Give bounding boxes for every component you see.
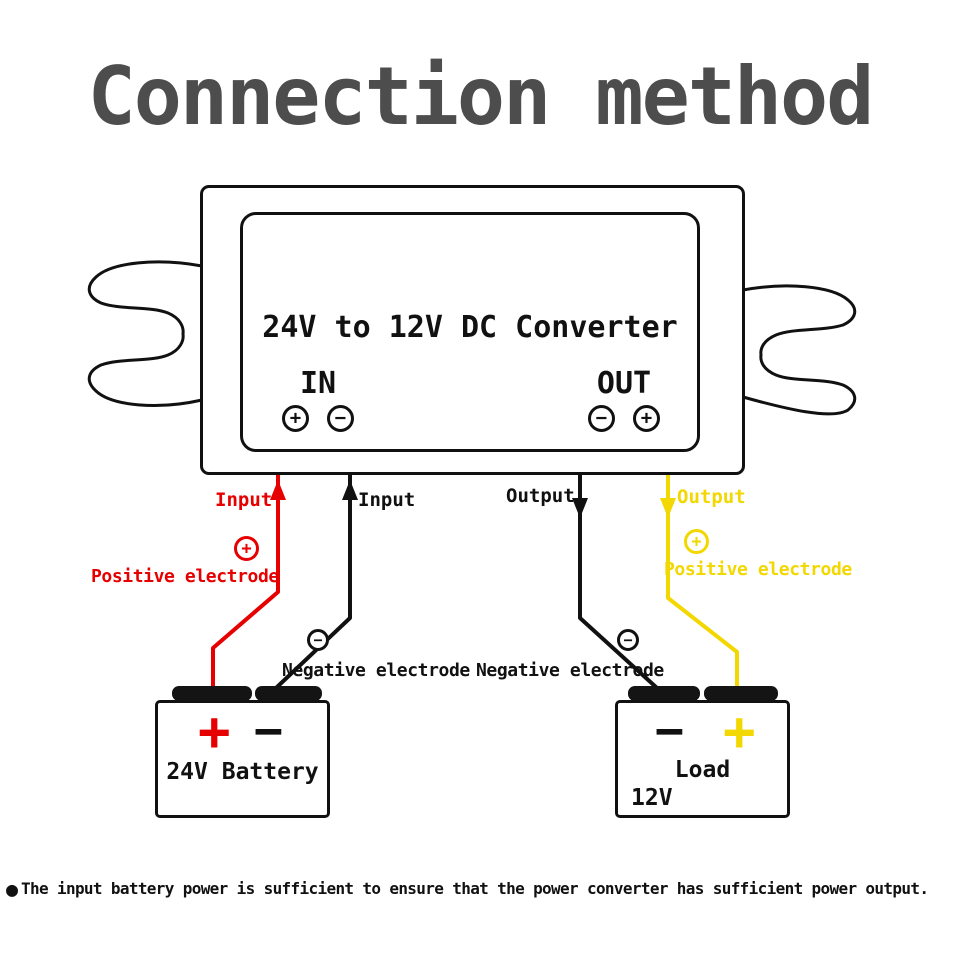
right-mounting-bracket-icon bbox=[742, 284, 857, 416]
load-voltage-label: 12V bbox=[631, 785, 673, 811]
battery-minus-sign: − bbox=[254, 703, 283, 759]
out-label: OUT bbox=[596, 366, 652, 401]
battery-terminal-cap-negative bbox=[255, 686, 322, 701]
out-negative-terminal-icon: − bbox=[588, 405, 615, 432]
in-negative-terminal-icon: − bbox=[327, 405, 354, 432]
input-positive-electrode-label: Positive electrode bbox=[91, 566, 279, 587]
load-terminal-cap-negative bbox=[628, 686, 700, 701]
input-negative-arrow-icon bbox=[342, 480, 358, 500]
battery-box: + − 24V Battery bbox=[155, 700, 330, 818]
load-minus-sign: − bbox=[655, 703, 684, 759]
output-positive-electrode-icon: + bbox=[684, 529, 709, 554]
footnote: ● The input battery power is sufficient … bbox=[6, 878, 956, 900]
converter-body: 24V to 12V DC Converter IN + − OUT − + bbox=[200, 185, 745, 475]
load-name-label: Load bbox=[674, 757, 731, 783]
output-positive-label: Output bbox=[677, 486, 746, 508]
battery-name-label: 24V Battery bbox=[166, 759, 319, 785]
in-terminals: + − bbox=[282, 405, 354, 432]
input-positive-wire bbox=[211, 474, 280, 692]
page-title: Connection method bbox=[87, 50, 875, 143]
input-positive-arrow-icon bbox=[270, 480, 286, 500]
output-negative-electrode-icon: − bbox=[617, 629, 639, 651]
input-positive-label: Input bbox=[215, 489, 273, 511]
battery-terminal-cap-positive bbox=[172, 686, 252, 701]
converter-in-section: IN + − bbox=[273, 368, 363, 432]
converter-label: 24V to 12V DC Converter bbox=[262, 310, 678, 345]
output-negative-label: Output bbox=[506, 485, 575, 507]
load-box: − + Load 12V bbox=[615, 700, 790, 818]
input-negative-wire bbox=[274, 474, 352, 690]
in-positive-terminal-icon: + bbox=[282, 405, 309, 432]
bullet-icon: ● bbox=[6, 877, 19, 901]
converter-out-section: OUT − + bbox=[579, 368, 669, 432]
output-positive-arrow-icon bbox=[660, 498, 676, 518]
converter-inner-panel bbox=[240, 212, 700, 452]
input-positive-electrode-icon: + bbox=[234, 536, 259, 561]
input-negative-electrode-icon: − bbox=[307, 629, 329, 651]
output-positive-wire bbox=[666, 474, 739, 692]
output-negative-arrow-icon bbox=[572, 498, 588, 518]
input-negative-electrode-label: Negative electrode bbox=[282, 660, 470, 681]
battery-plus-sign: + bbox=[198, 700, 231, 763]
load-plus-sign: + bbox=[723, 700, 756, 763]
out-terminals: − + bbox=[588, 405, 660, 432]
output-negative-electrode-label: Negative electrode bbox=[476, 660, 664, 681]
in-label: IN bbox=[299, 366, 337, 401]
output-negative-wire bbox=[578, 474, 659, 690]
input-negative-label: Input bbox=[358, 489, 416, 511]
output-positive-electrode-label: Positive electrode bbox=[664, 559, 852, 580]
left-mounting-bracket-icon bbox=[87, 260, 203, 407]
out-positive-terminal-icon: + bbox=[633, 405, 660, 432]
load-terminal-cap-positive bbox=[704, 686, 778, 701]
footnote-text: The input battery power is sufficient to… bbox=[21, 879, 929, 898]
